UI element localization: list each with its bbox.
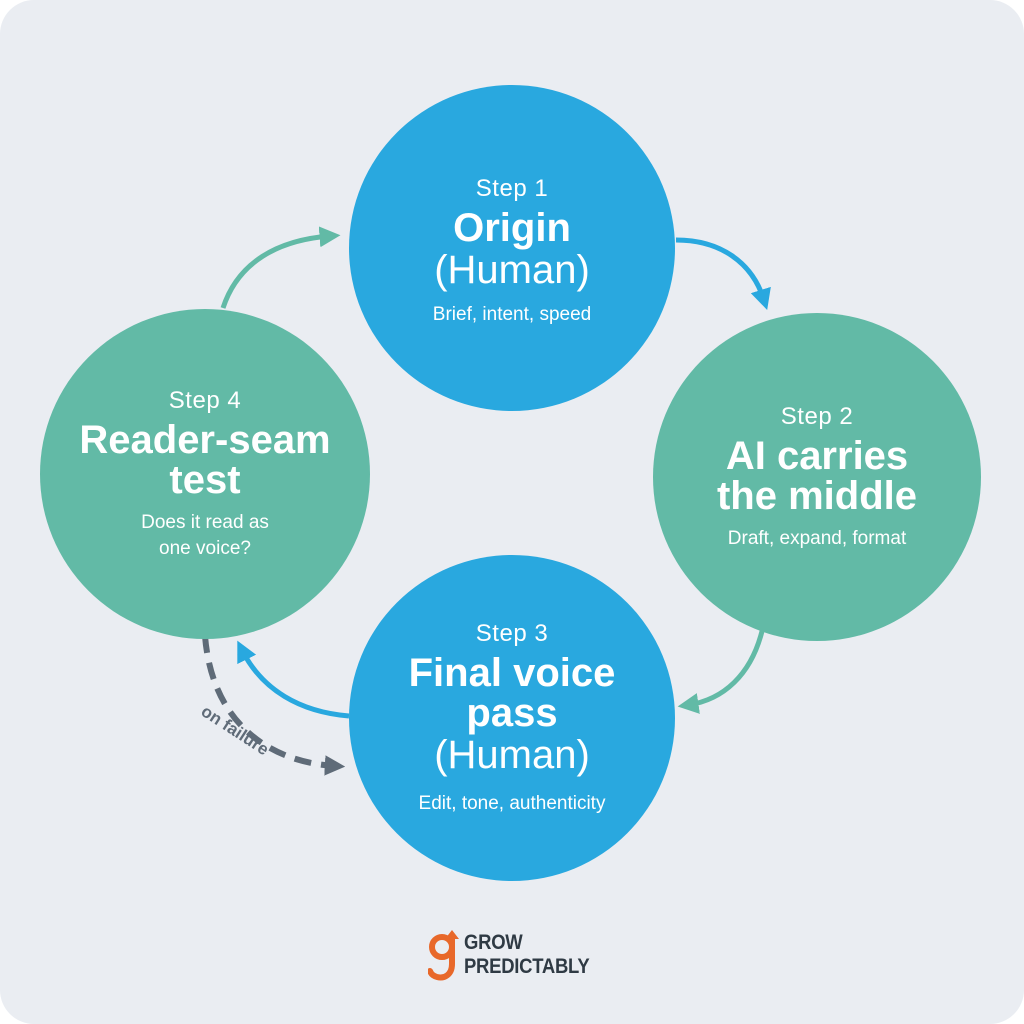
step-1-description: Brief, intent, speed: [432, 304, 592, 325]
logo-line-2: PREDICTABLY: [464, 955, 590, 978]
step-1-node: Step 1 Origin (Human) Brief, intent, spe…: [349, 85, 675, 411]
step-2-title-line-2: the middle: [716, 474, 918, 518]
arrow-step1-to-step2: [675, 237, 771, 311]
step-1-title: Origin: [453, 206, 571, 250]
failure-label: on failure: [198, 702, 273, 760]
step-1-label: Step 1: [475, 175, 549, 202]
step-3-actor: (Human): [434, 733, 590, 777]
step-1-actor: (Human): [434, 248, 590, 292]
step-3-description: Edit, tone, authenticity: [418, 793, 606, 814]
arrow-step4-to-step1: [220, 226, 341, 309]
step-4-description-line-1: Does it read as: [141, 512, 269, 533]
step-2-title-line-1: AI carries: [725, 434, 909, 478]
step-3-title-line-1: Final voice: [408, 651, 616, 695]
step-2-description: Draft, expand, format: [727, 528, 907, 549]
arrow-step3-to-step4: [237, 640, 350, 719]
step-4-node: Step 4 Reader-seam test Does it read as …: [40, 309, 370, 639]
step-2-node: Step 2 AI carries the middle Draft, expa…: [653, 313, 981, 641]
logo-line-1: GROW: [464, 931, 523, 954]
grow-predictably-logo: GROW PREDICTABLY: [428, 928, 598, 984]
step-3-label: Step 3: [475, 620, 549, 647]
step-4-description-line-2: one voice?: [159, 538, 251, 559]
arrow-step2-to-step3: [677, 626, 766, 714]
step-3-node: Step 3 Final voice pass (Human) Edit, to…: [349, 555, 675, 881]
step-2-label: Step 2: [780, 403, 854, 430]
step-4-title-line-1: Reader-seam: [79, 418, 331, 462]
step-4-title-line-2: test: [169, 458, 241, 502]
step-4-label: Step 4: [168, 387, 242, 414]
arrow-on-failure: [202, 635, 346, 776]
logo-wordmark: GROW PREDICTABLY: [464, 931, 590, 979]
grow-g-arrow-icon: [428, 930, 459, 981]
step-3-title-line-2: pass: [466, 691, 558, 735]
